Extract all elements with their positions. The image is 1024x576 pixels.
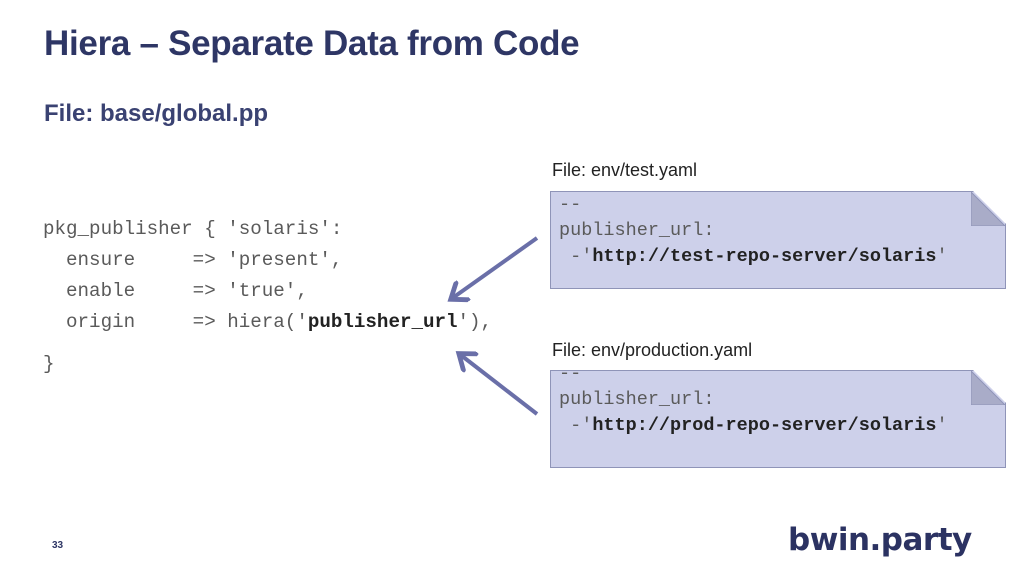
production-yaml-note: --publisher_url: -'http://prod-repo-serv… (550, 370, 1006, 468)
production-yaml-line-3-post: ' (936, 415, 948, 436)
test-yaml-content: -- publisher_url: -'http://test-repo-serv… (559, 192, 948, 270)
test-yaml-note: -- publisher_url: -'http://test-repo-serv… (550, 191, 1006, 289)
test-yaml-line-1: -- (559, 194, 582, 215)
slide-title: Hiera – Separate Data from Code (44, 24, 580, 63)
production-yaml-line-3-pre: -' (559, 415, 593, 436)
code-hiera-key: publisher_url (307, 311, 458, 333)
test-to-code-arrow (454, 236, 539, 297)
page-fold-icon (971, 192, 1005, 226)
bwin-party-logo: bwin.party (788, 522, 972, 558)
puppet-code-block: pkg_publisher { 'solaris': ensure => 'pr… (43, 214, 492, 380)
production-to-code-arrow (462, 356, 539, 416)
test-yaml-line-3: -'http://test-repo-server/solaris' (559, 244, 948, 270)
code-line-4-post: '), (457, 311, 493, 333)
test-yaml-line-3-pre: -' (559, 246, 593, 267)
code-line-2: ensure => 'present', (43, 249, 343, 271)
test-yaml-line-2: publisher_url: (559, 220, 715, 241)
production-yaml-content: --publisher_url: -'http://prod-repo-serv… (559, 361, 948, 439)
test-repo-url: http://test-repo-server/solaris (592, 246, 937, 267)
production-yaml-line-3: -'http://prod-repo-server/solaris' (559, 413, 948, 439)
page-number: 33 (52, 540, 64, 551)
production-yaml-line-2: publisher_url: (559, 389, 715, 410)
production-yaml-label: File: env/production.yaml (552, 340, 753, 360)
code-line-1: pkg_publisher { 'solaris': (43, 218, 343, 240)
code-line-3: enable => 'true', (43, 280, 308, 302)
test-yaml-label: File: env/test.yaml (552, 160, 698, 180)
code-line-4: origin => hiera('publisher_url'), (43, 307, 492, 338)
code-line-4-pre: origin => hiera(' (43, 311, 308, 333)
code-line-5: } (43, 353, 55, 375)
production-repo-url: http://prod-repo-server/solaris (592, 415, 937, 436)
page-fold-icon (971, 371, 1005, 405)
test-yaml-line-3-post: ' (936, 246, 948, 267)
slide-subtitle: File: base/global.pp (44, 100, 269, 127)
